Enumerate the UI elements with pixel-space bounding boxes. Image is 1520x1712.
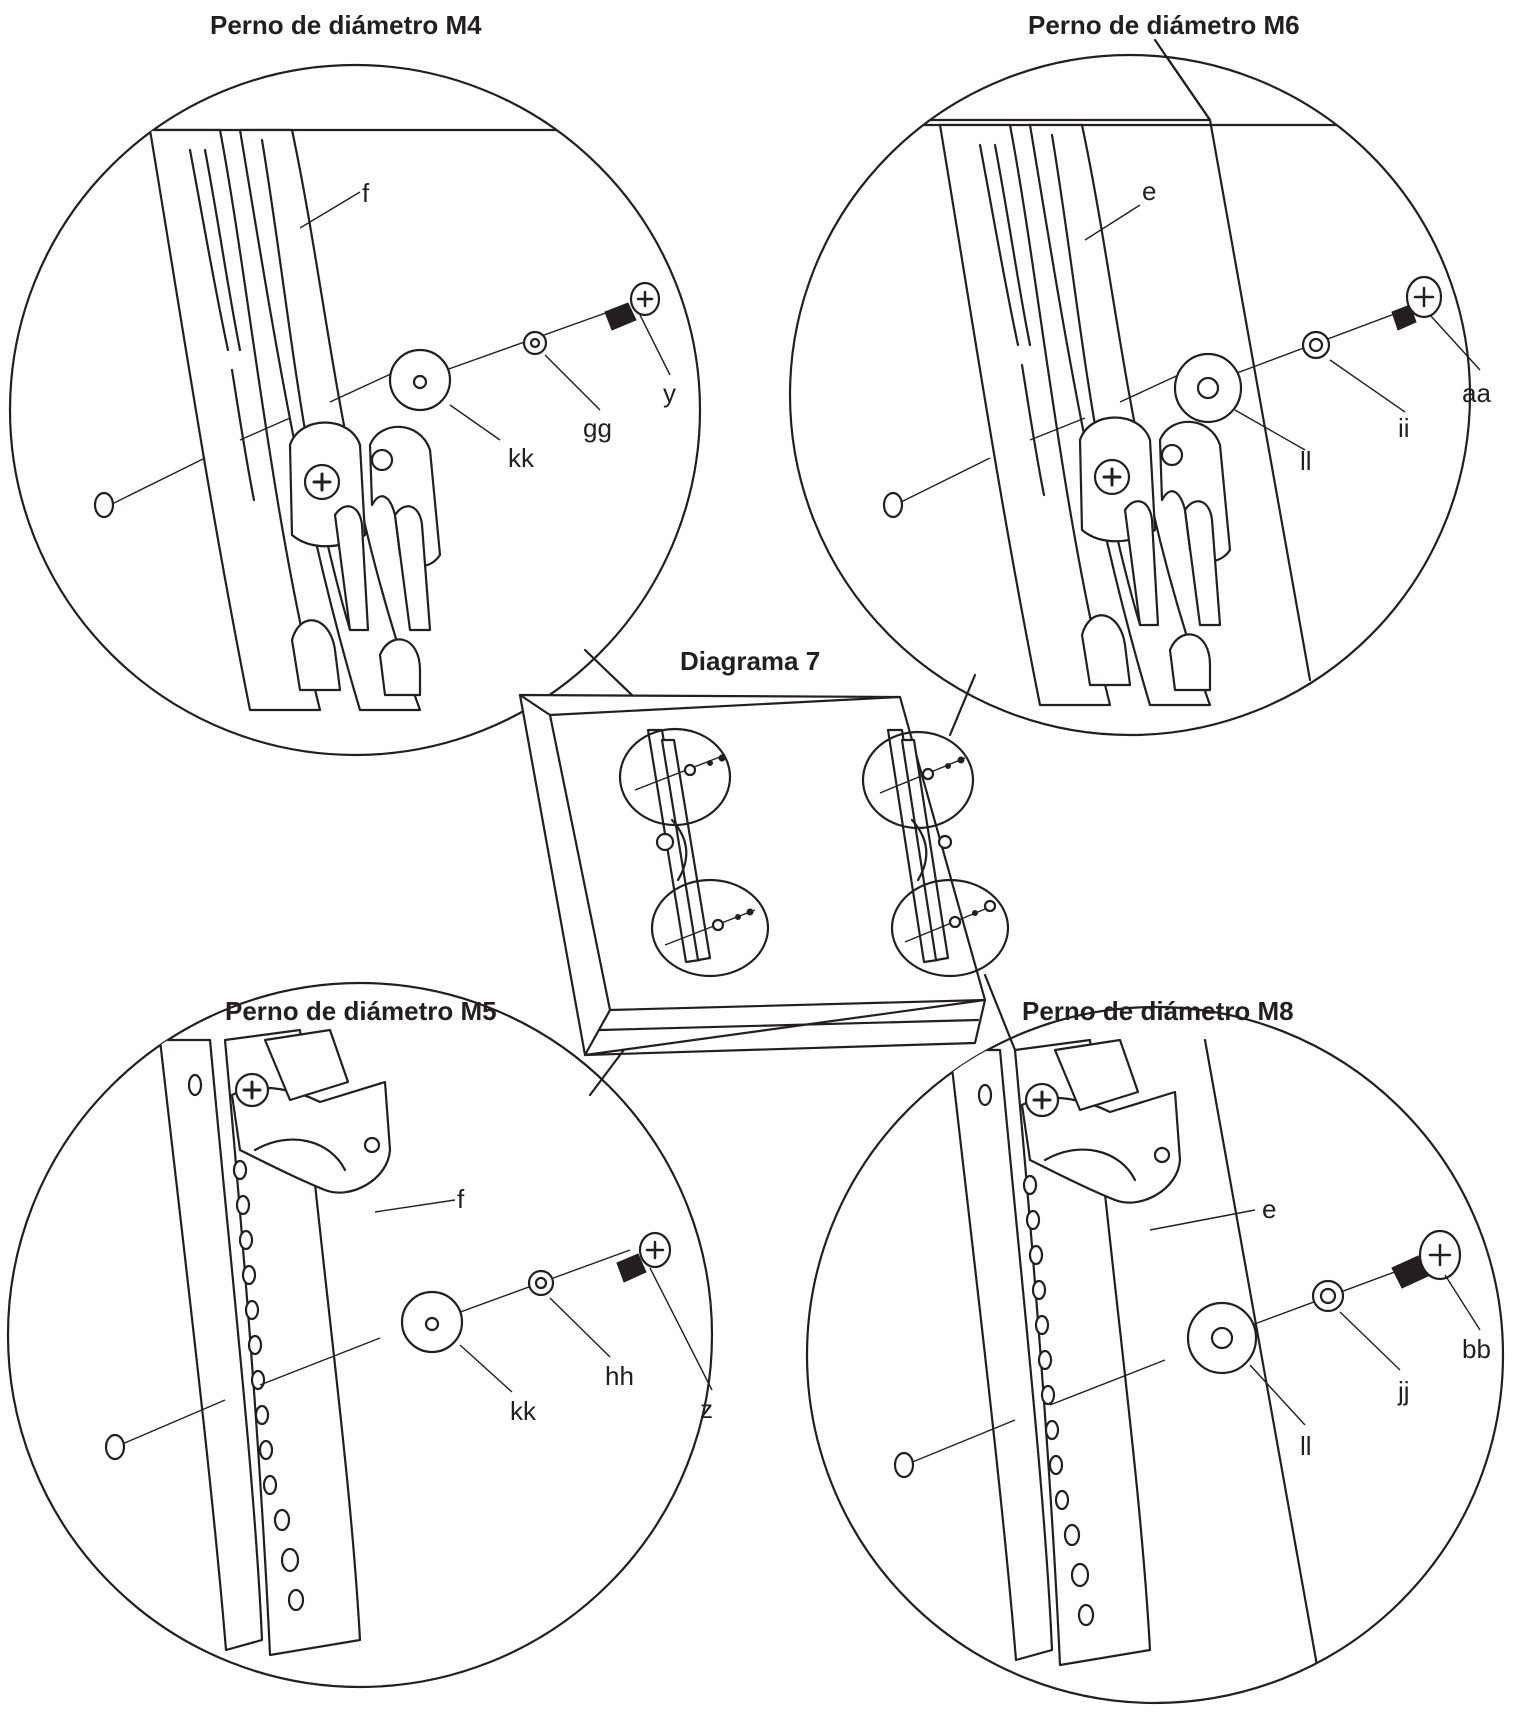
label-screw: bb bbox=[1462, 1334, 1491, 1364]
leader-line bbox=[1339, 1311, 1401, 1371]
axis-line bbox=[1119, 371, 1186, 403]
tv-edge bbox=[518, 693, 612, 1057]
mounting-hole bbox=[882, 491, 904, 519]
mini-circle-m6 bbox=[861, 730, 975, 830]
panel-title: Perno de diámetro M8 bbox=[1022, 996, 1294, 1026]
bracket-rail bbox=[158, 1028, 392, 1657]
panel-m5: f kk hh z Perno de diámetro M5 bbox=[6, 981, 714, 1689]
leader-line bbox=[1249, 1364, 1306, 1426]
tv-edge bbox=[1153, 38, 1212, 122]
detail-circle bbox=[6, 981, 714, 1689]
leader-line bbox=[1429, 314, 1481, 371]
tv-edge bbox=[548, 695, 902, 717]
mini-circle-m8 bbox=[890, 878, 1010, 978]
panel-m6: e ll ii aa Perno de diámetro M6 bbox=[788, 10, 1491, 737]
overview-title: Diagrama 7 bbox=[680, 646, 820, 676]
panel-title: Perno de diámetro M5 bbox=[225, 996, 497, 1026]
mounting-hole bbox=[104, 1433, 126, 1461]
lock-washer-hole bbox=[1319, 1287, 1337, 1305]
lock-washer-hole bbox=[529, 337, 541, 349]
label-lock-washer: hh bbox=[605, 1361, 634, 1391]
mounting-hole bbox=[93, 491, 115, 519]
overview-diagram: Diagrama 7 bbox=[518, 646, 1017, 1097]
panel-m4: f kk gg y Perno de diámetro M4 bbox=[8, 10, 702, 757]
connector-line bbox=[948, 673, 977, 737]
detail-circle bbox=[8, 63, 702, 757]
leader-line bbox=[449, 404, 501, 441]
flat-washer-hole bbox=[1210, 1326, 1234, 1350]
tv-edge bbox=[608, 998, 987, 1012]
label-screw: y bbox=[663, 378, 676, 408]
label-bracket: e bbox=[1142, 176, 1156, 206]
panel-m8: e ll jj bb Perno de diámetro M8 bbox=[805, 996, 1505, 1705]
screw-thread bbox=[1391, 1255, 1429, 1289]
leader-line bbox=[1234, 409, 1306, 451]
screw-thread bbox=[1391, 304, 1417, 331]
leader-line bbox=[639, 314, 671, 376]
leader-line bbox=[1329, 359, 1406, 413]
axis-line bbox=[894, 457, 991, 506]
tv-edge bbox=[598, 1018, 980, 1032]
label-lock-washer: gg bbox=[583, 413, 612, 443]
label-screw: z bbox=[700, 1394, 713, 1424]
label-bracket: f bbox=[457, 1184, 465, 1214]
axis-line bbox=[329, 371, 396, 403]
axis-line bbox=[909, 1419, 1016, 1464]
leader-line bbox=[649, 1267, 713, 1391]
lock-washer-hole bbox=[1308, 337, 1324, 353]
screw-cross bbox=[636, 290, 654, 308]
leader-line bbox=[549, 1297, 611, 1358]
label-screw: aa bbox=[1462, 378, 1491, 408]
label-lock-washer: ii bbox=[1398, 413, 1410, 443]
mounting-hole bbox=[893, 1451, 915, 1479]
label-washer: kk bbox=[510, 1396, 537, 1426]
bracket-rail bbox=[948, 1038, 1327, 1703]
bracket-rail bbox=[790, 55, 1402, 707]
lock-washer-hole bbox=[534, 1276, 548, 1290]
label-bracket: f bbox=[362, 178, 370, 208]
leader-line bbox=[299, 191, 361, 229]
leader-line bbox=[1444, 1274, 1481, 1331]
label-washer: kk bbox=[508, 443, 535, 473]
flat-washer-hole bbox=[424, 1316, 440, 1332]
axis-line bbox=[259, 1337, 381, 1386]
right-bracket bbox=[900, 738, 950, 962]
mini-fasteners bbox=[634, 754, 997, 946]
bracket-rail bbox=[10, 128, 612, 712]
screw-thread bbox=[616, 1253, 647, 1283]
leader-line bbox=[544, 354, 601, 411]
leader-line bbox=[1084, 204, 1141, 241]
screw-cross bbox=[1428, 1243, 1452, 1267]
label-bracket: e bbox=[1262, 1194, 1276, 1224]
screw-cross bbox=[645, 1240, 665, 1260]
leader-line bbox=[1149, 1209, 1256, 1231]
axis-line bbox=[239, 417, 291, 441]
left-knob bbox=[655, 832, 675, 852]
tv-edge bbox=[583, 998, 987, 1057]
axis-line bbox=[1029, 417, 1086, 441]
mini-circle-m4 bbox=[618, 727, 732, 827]
screw-thread bbox=[604, 302, 637, 331]
panel-title: Perno de diámetro M4 bbox=[210, 10, 482, 40]
axis-line bbox=[1049, 1359, 1166, 1406]
leader-line bbox=[459, 1344, 513, 1393]
detail-circle bbox=[788, 53, 1472, 737]
screw-cross bbox=[1413, 286, 1435, 308]
flat-washer-hole bbox=[1196, 376, 1220, 400]
flat-washer-hole bbox=[412, 374, 428, 390]
label-washer: ll bbox=[1300, 446, 1312, 476]
label-lock-washer: jj bbox=[1397, 1376, 1410, 1406]
mini-circle-m5 bbox=[650, 878, 770, 978]
right-arm bbox=[910, 818, 928, 882]
label-washer: ll bbox=[1300, 1431, 1312, 1461]
axis-line bbox=[109, 457, 206, 506]
axis-line bbox=[119, 1399, 226, 1446]
right-knob bbox=[937, 834, 953, 850]
leader-line bbox=[374, 1199, 456, 1213]
rail-holes bbox=[977, 1083, 1095, 1627]
panel-title: Perno de diámetro M6 bbox=[1028, 10, 1300, 40]
detail-circle bbox=[805, 1005, 1505, 1705]
